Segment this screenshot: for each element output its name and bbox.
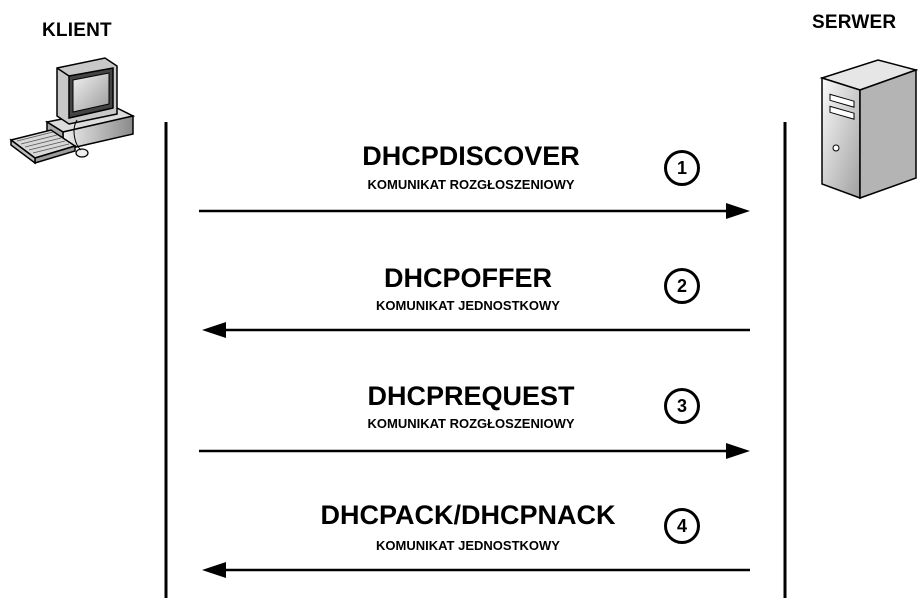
step-number-badge: 2 xyxy=(664,268,700,304)
computer-icon xyxy=(9,57,136,165)
message-name: DHCPDISCOVER xyxy=(362,141,580,171)
step-number-badge: 1 xyxy=(664,150,700,186)
message-type: KOMUNIKAT ROZGŁOSZENIOWY xyxy=(367,416,575,431)
message-type: KOMUNIKAT ROZGŁOSZENIOWY xyxy=(367,177,575,192)
server-label: SERWER xyxy=(812,12,897,33)
message-name: DHCPACK/DHCPNACK xyxy=(320,500,616,530)
message-name: DHCPREQUEST xyxy=(367,381,575,411)
message-name: DHCPOFFER xyxy=(384,263,552,293)
step-number-badge: 3 xyxy=(664,388,700,424)
message-type: KOMUNIKAT JEDNOSTKOWY xyxy=(376,298,560,313)
client-label: KLIENT xyxy=(42,20,112,41)
message-type: KOMUNIKAT JEDNOSTKOWY xyxy=(376,538,560,553)
step-number-badge: 4 xyxy=(664,508,700,544)
server-icon xyxy=(819,59,918,200)
